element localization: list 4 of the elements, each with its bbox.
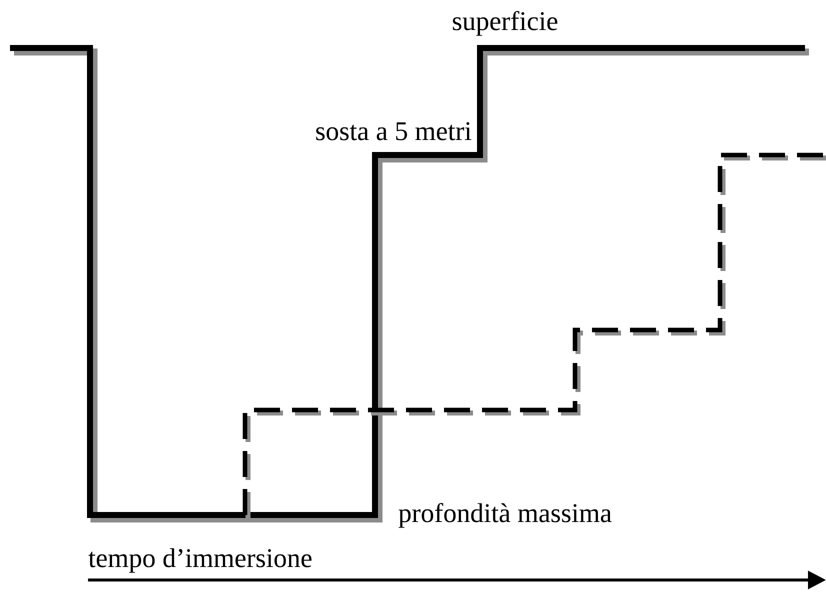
max-depth-label: profondità massima	[398, 503, 612, 528]
stop-label: sosta a 5 metri	[316, 122, 472, 140]
axis-label: tempo d’immersione	[88, 548, 312, 573]
surface-label: superficie	[452, 11, 558, 36]
